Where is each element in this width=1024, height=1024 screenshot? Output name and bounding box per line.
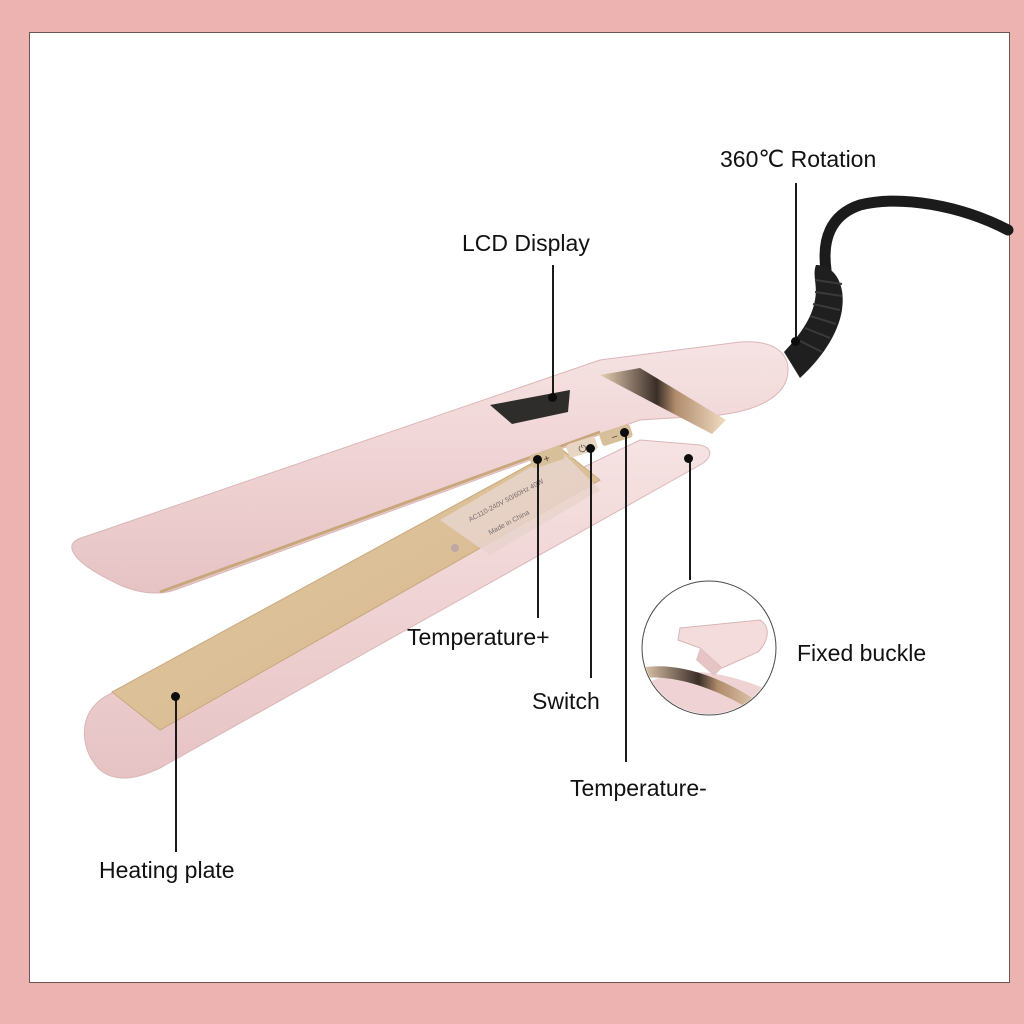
fixed-buckle-inset [641, 580, 777, 716]
heating-plate-leader-line [175, 697, 177, 852]
rotation-marker-dot [791, 337, 800, 346]
temperature-plus-label: Temperature+ [407, 624, 550, 650]
switch-marker-dot [586, 444, 595, 453]
lcd-leader-line [552, 265, 554, 398]
rotation-label: 360℃ Rotation [720, 146, 877, 172]
power-cord [784, 195, 1014, 378]
svg-text:−: − [610, 431, 620, 444]
rotation-leader-line [795, 183, 797, 343]
temperature-minus-leader-line [625, 433, 627, 762]
switch-label: Switch [532, 688, 600, 714]
fixed-buckle-marker-dot [684, 454, 693, 463]
lcd-display-label: LCD Display [462, 230, 590, 256]
svg-text:+: + [542, 452, 552, 465]
fixed-buckle-leader-line [689, 459, 691, 580]
svg-text:⏻: ⏻ [577, 443, 588, 456]
temperature-minus-marker-dot [620, 428, 629, 437]
temperature-plus-leader-line [537, 460, 539, 618]
lcd-marker-dot [548, 393, 557, 402]
fixed-buckle-label: Fixed buckle [797, 640, 927, 666]
switch-leader-line [590, 449, 592, 678]
heating-plate-marker-dot [171, 692, 180, 701]
lower-arm: AC110-240V 50/60Hz 40W Made in China [83, 439, 711, 779]
temperature-minus-label: Temperature- [570, 775, 707, 801]
heating-plate-label: Heating plate [99, 857, 235, 883]
temperature-plus-marker-dot [533, 455, 542, 464]
